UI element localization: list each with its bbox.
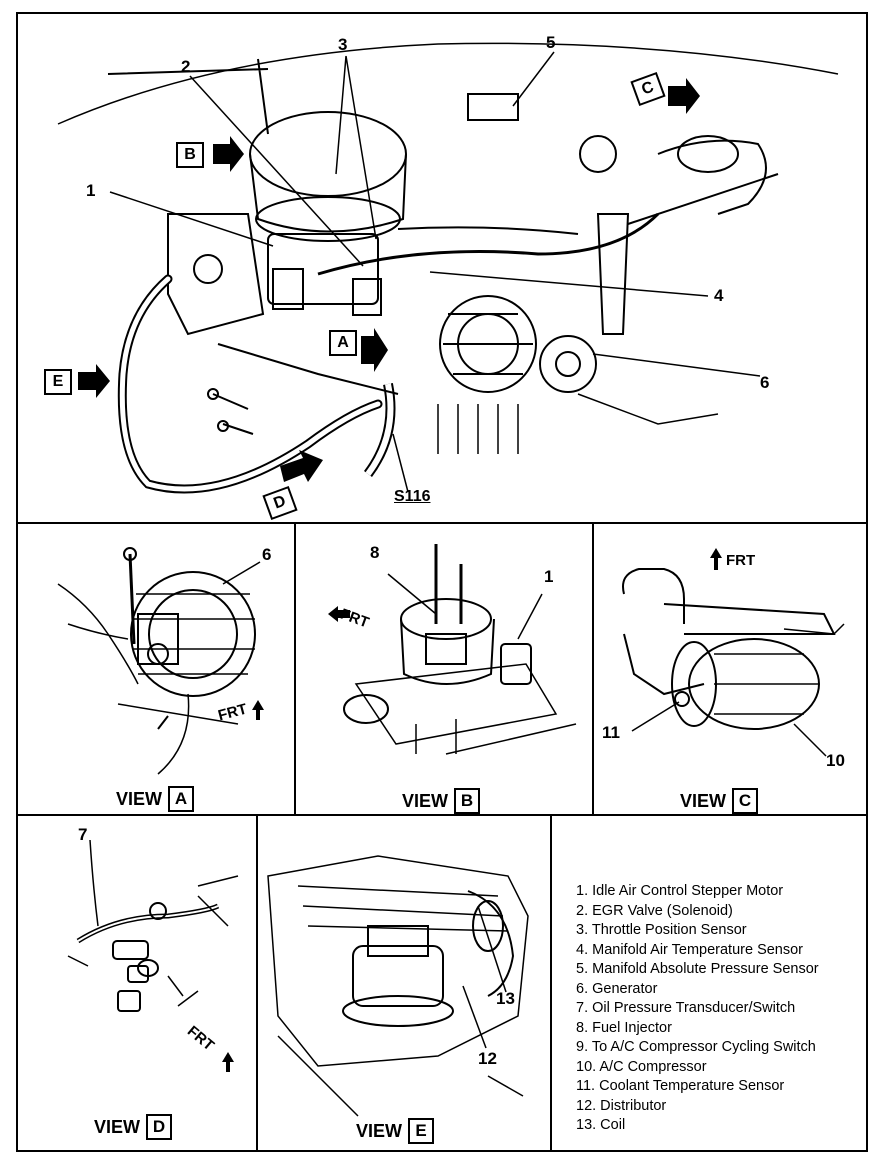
legend-item: 6. Generator [576,980,658,997]
throttle-body-illustration [328,544,577,755]
legend-item: 2. EGR Valve (Solenoid) [576,902,733,919]
callout-10: 10 [826,751,845,770]
main-engine-view: 1 2 3 4 5 6 A B C D E S116 [16,12,868,524]
legend-item: 7. Oil Pressure Transducer/Switch [576,1000,796,1016]
engine-illustration [57,42,839,494]
callout-3: 3 [338,35,348,54]
legend-item: 8. Fuel Injector [576,1019,672,1036]
distributor-coil-illustration [267,855,529,1117]
callout-7: 7 [78,825,88,844]
callout-8: 8 [370,543,380,562]
callout-4: 4 [714,286,724,305]
oil-pressure-switch-illustration [67,839,239,1072]
legend-item: 1. Idle Air Control Stepper Motor [576,883,784,899]
legend-item: 3. Throttle Position Sensor [576,922,747,938]
callout-11: 11 [602,723,620,742]
generator-illustration [57,547,264,775]
legend-item: 13. Coil [576,1117,626,1133]
ac-compressor-illustration [622,548,845,757]
legend-item: 9. To A/C Compressor Cycling Switch [576,1039,816,1055]
callout-13: 13 [496,989,515,1008]
callout-1: 1 [86,181,96,200]
direction-e-label: E [44,369,72,395]
callout-6: 6 [760,373,770,392]
splice-s116-label: S116 [394,488,431,505]
legend-item: 12. Distributor [576,1097,667,1114]
legend-item: 4. Manifold Air Temperature Sensor [576,941,804,958]
callout-12: 12 [478,1049,497,1068]
callout-6: 6 [262,545,272,564]
legend-item: 5. Manifold Absolute Pressure Sensor [576,961,819,977]
legend-item: 11. Coolant Temperature Sensor [576,1078,785,1094]
legend-panel: 1. Idle Air Control Stepper Motor 2. EGR… [550,814,868,1152]
legend-item: 10. A/C Compressor [576,1058,707,1075]
direction-b-label: B [176,142,204,168]
callout-5: 5 [546,33,556,52]
callout-2: 2 [181,57,191,76]
component-legend: 1. Idle Air Control Stepper Motor 2. EGR… [576,882,819,1136]
callout-1: 1 [544,567,554,586]
frt-label: FRT [726,552,756,569]
direction-a-label: A [329,330,357,356]
